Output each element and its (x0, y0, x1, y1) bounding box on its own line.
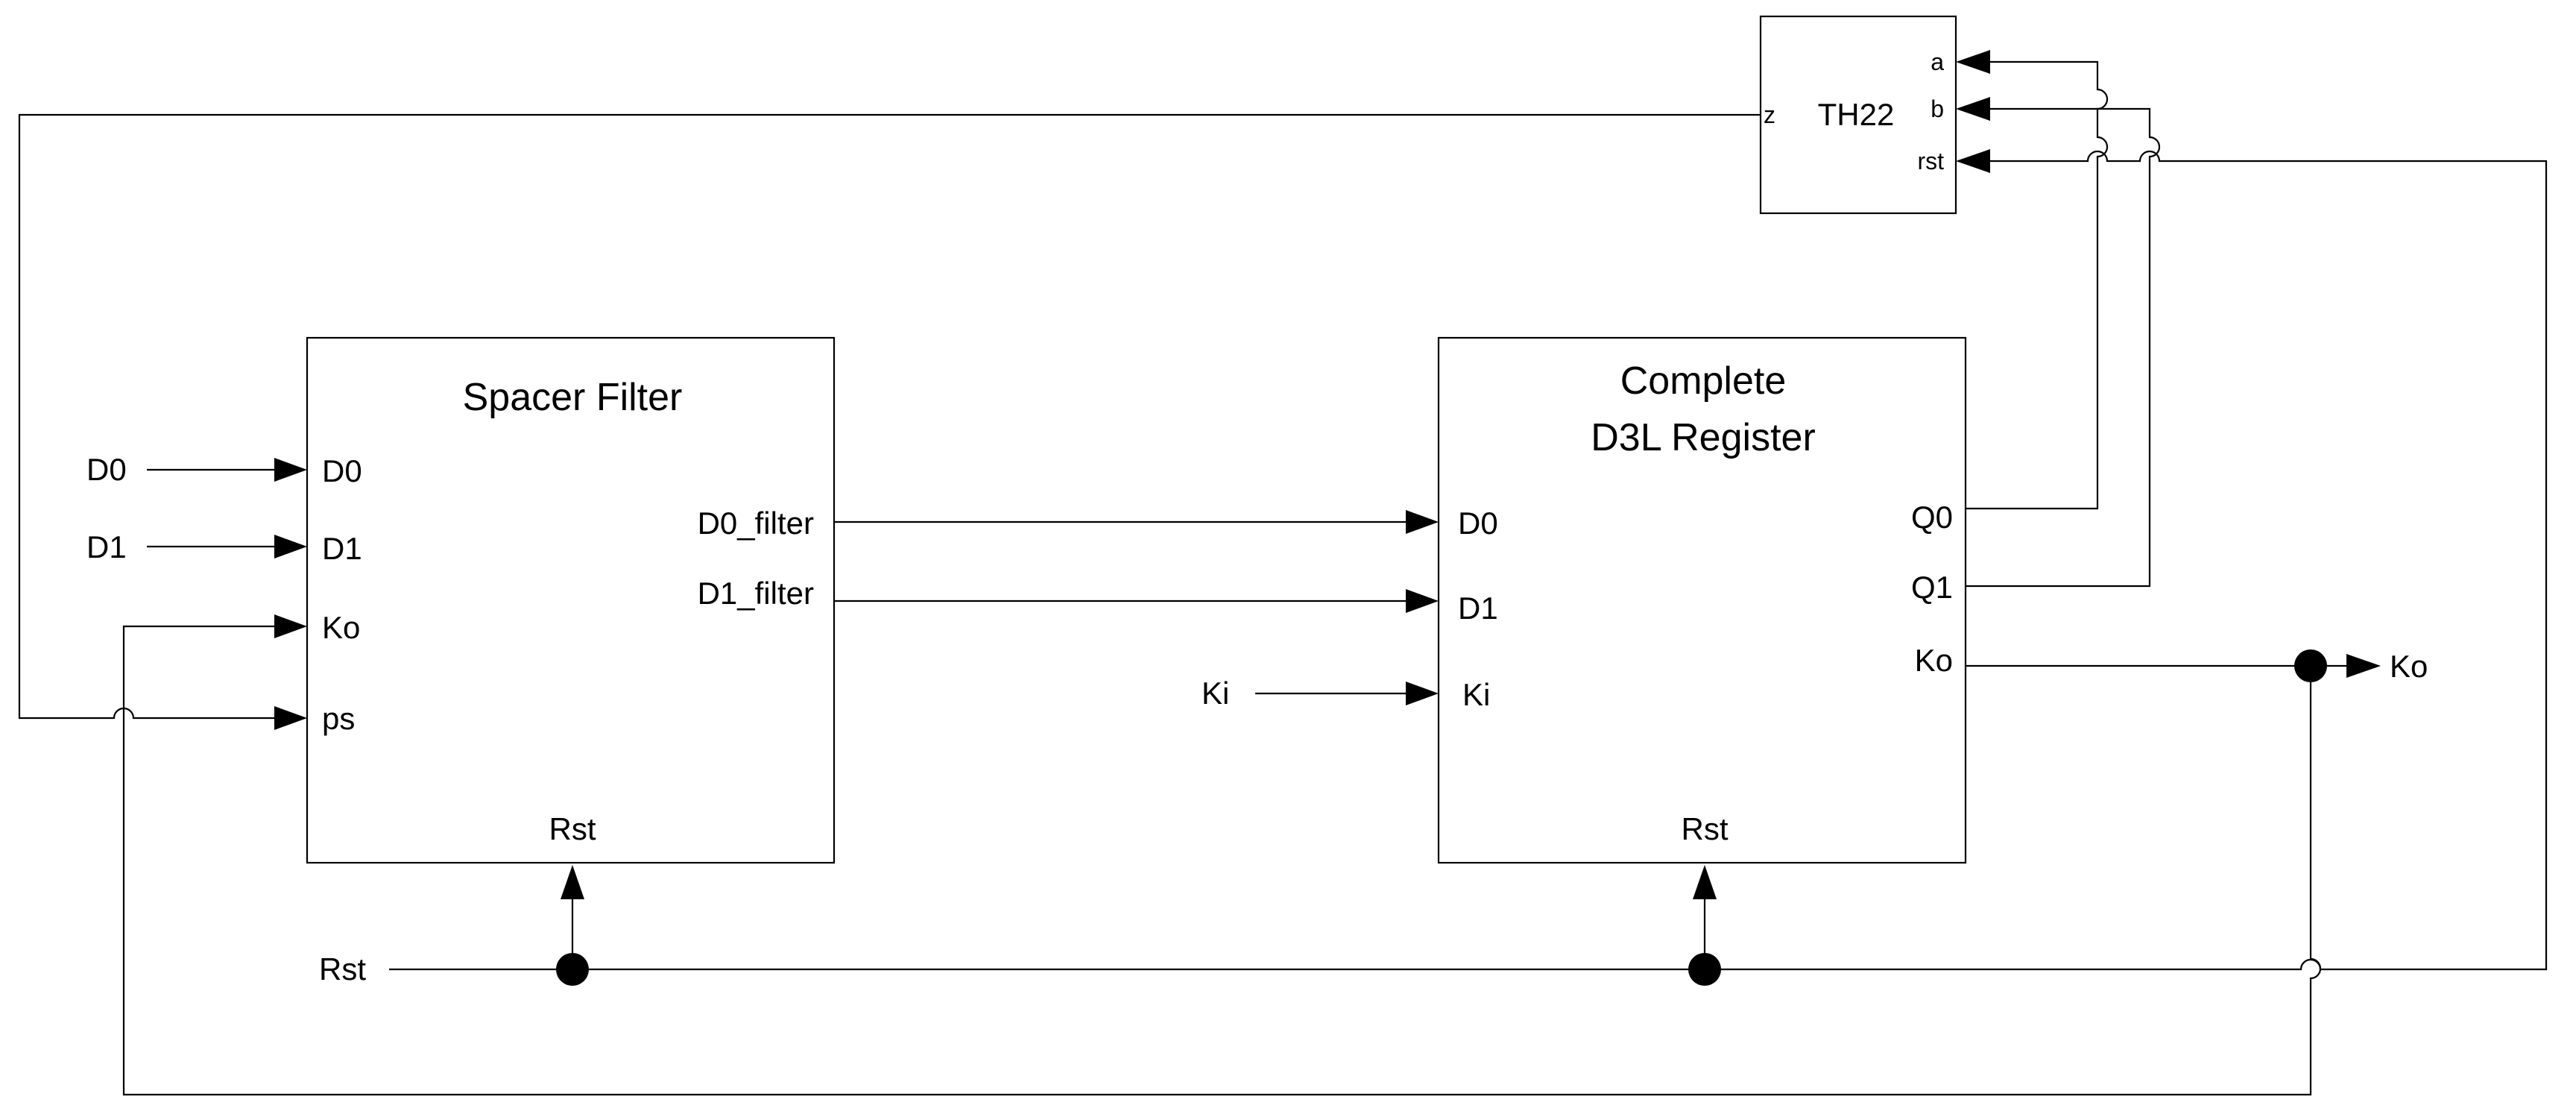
wire-z-to-ps (18, 113, 1761, 720)
external-ki-label: Ki (1202, 676, 1229, 711)
wire-rst-bus (389, 958, 2322, 971)
junction-ko (2294, 649, 2327, 682)
register-port-q0: Q0 (1911, 500, 1953, 535)
arrow-register-ki (1406, 682, 1439, 705)
th22-port-z: z (1764, 101, 1775, 128)
arrow-th22-rst (1956, 149, 1990, 173)
register-title-line1: Complete (1620, 359, 1787, 403)
register-title-line2: D3L Register (1591, 416, 1816, 459)
register-port-ki: Ki (1462, 677, 1490, 712)
th22-port-a: a (1931, 48, 1944, 75)
th22-block (1759, 15, 1957, 215)
arrow-th22-b (1956, 97, 1990, 121)
arrow-filter-ps (274, 706, 307, 730)
external-ko-label: Ko (2390, 649, 2428, 684)
register-port-q1: Q1 (1911, 570, 1953, 605)
register-port-d1: D1 (1458, 591, 1498, 626)
spacer-filter-title: Spacer Filter (463, 376, 683, 419)
register-port-ko: Ko (1915, 643, 1953, 678)
arrow-register-rst (1693, 865, 1717, 899)
filter-port-d1-filter: D1_filter (698, 576, 814, 611)
arrow-register-d1 (1406, 589, 1439, 613)
arrow-filter-rst (561, 865, 584, 899)
wire-rst-to-th22 (1983, 150, 2548, 971)
junction-rst-filter (556, 953, 589, 986)
arrow-ko-out (2346, 654, 2381, 678)
spacer-filter-block (306, 336, 836, 864)
arrow-filter-ko (274, 614, 307, 638)
th22-port-rst: rst (1917, 148, 1944, 174)
th22-port-b: b (1931, 95, 1944, 122)
arrow-filter-d1 (274, 535, 307, 558)
wire-q1-to-b (1966, 107, 2161, 588)
arrow-th22-a (1956, 50, 1990, 74)
filter-port-ps: ps (322, 701, 355, 736)
filter-port-rst: Rst (549, 811, 596, 846)
th22-name: TH22 (1818, 97, 1895, 132)
register-port-d0: D0 (1458, 506, 1498, 541)
d3l-register-block (1437, 336, 1967, 864)
wire-q0-to-a (1966, 60, 2109, 510)
arrow-filter-d0 (274, 458, 307, 482)
filter-port-d0: D0 (322, 453, 362, 488)
external-d0-label: D0 (86, 452, 127, 487)
filter-port-ko: Ko (322, 610, 360, 645)
external-rst-label: Rst (319, 951, 366, 987)
external-d1-label: D1 (86, 529, 127, 564)
junction-rst-register (1688, 953, 1721, 986)
arrow-register-d0 (1406, 510, 1439, 534)
filter-port-d1: D1 (322, 531, 362, 566)
register-port-rst: Rst (1682, 811, 1729, 846)
filter-port-d0-filter: D0_filter (698, 506, 814, 541)
